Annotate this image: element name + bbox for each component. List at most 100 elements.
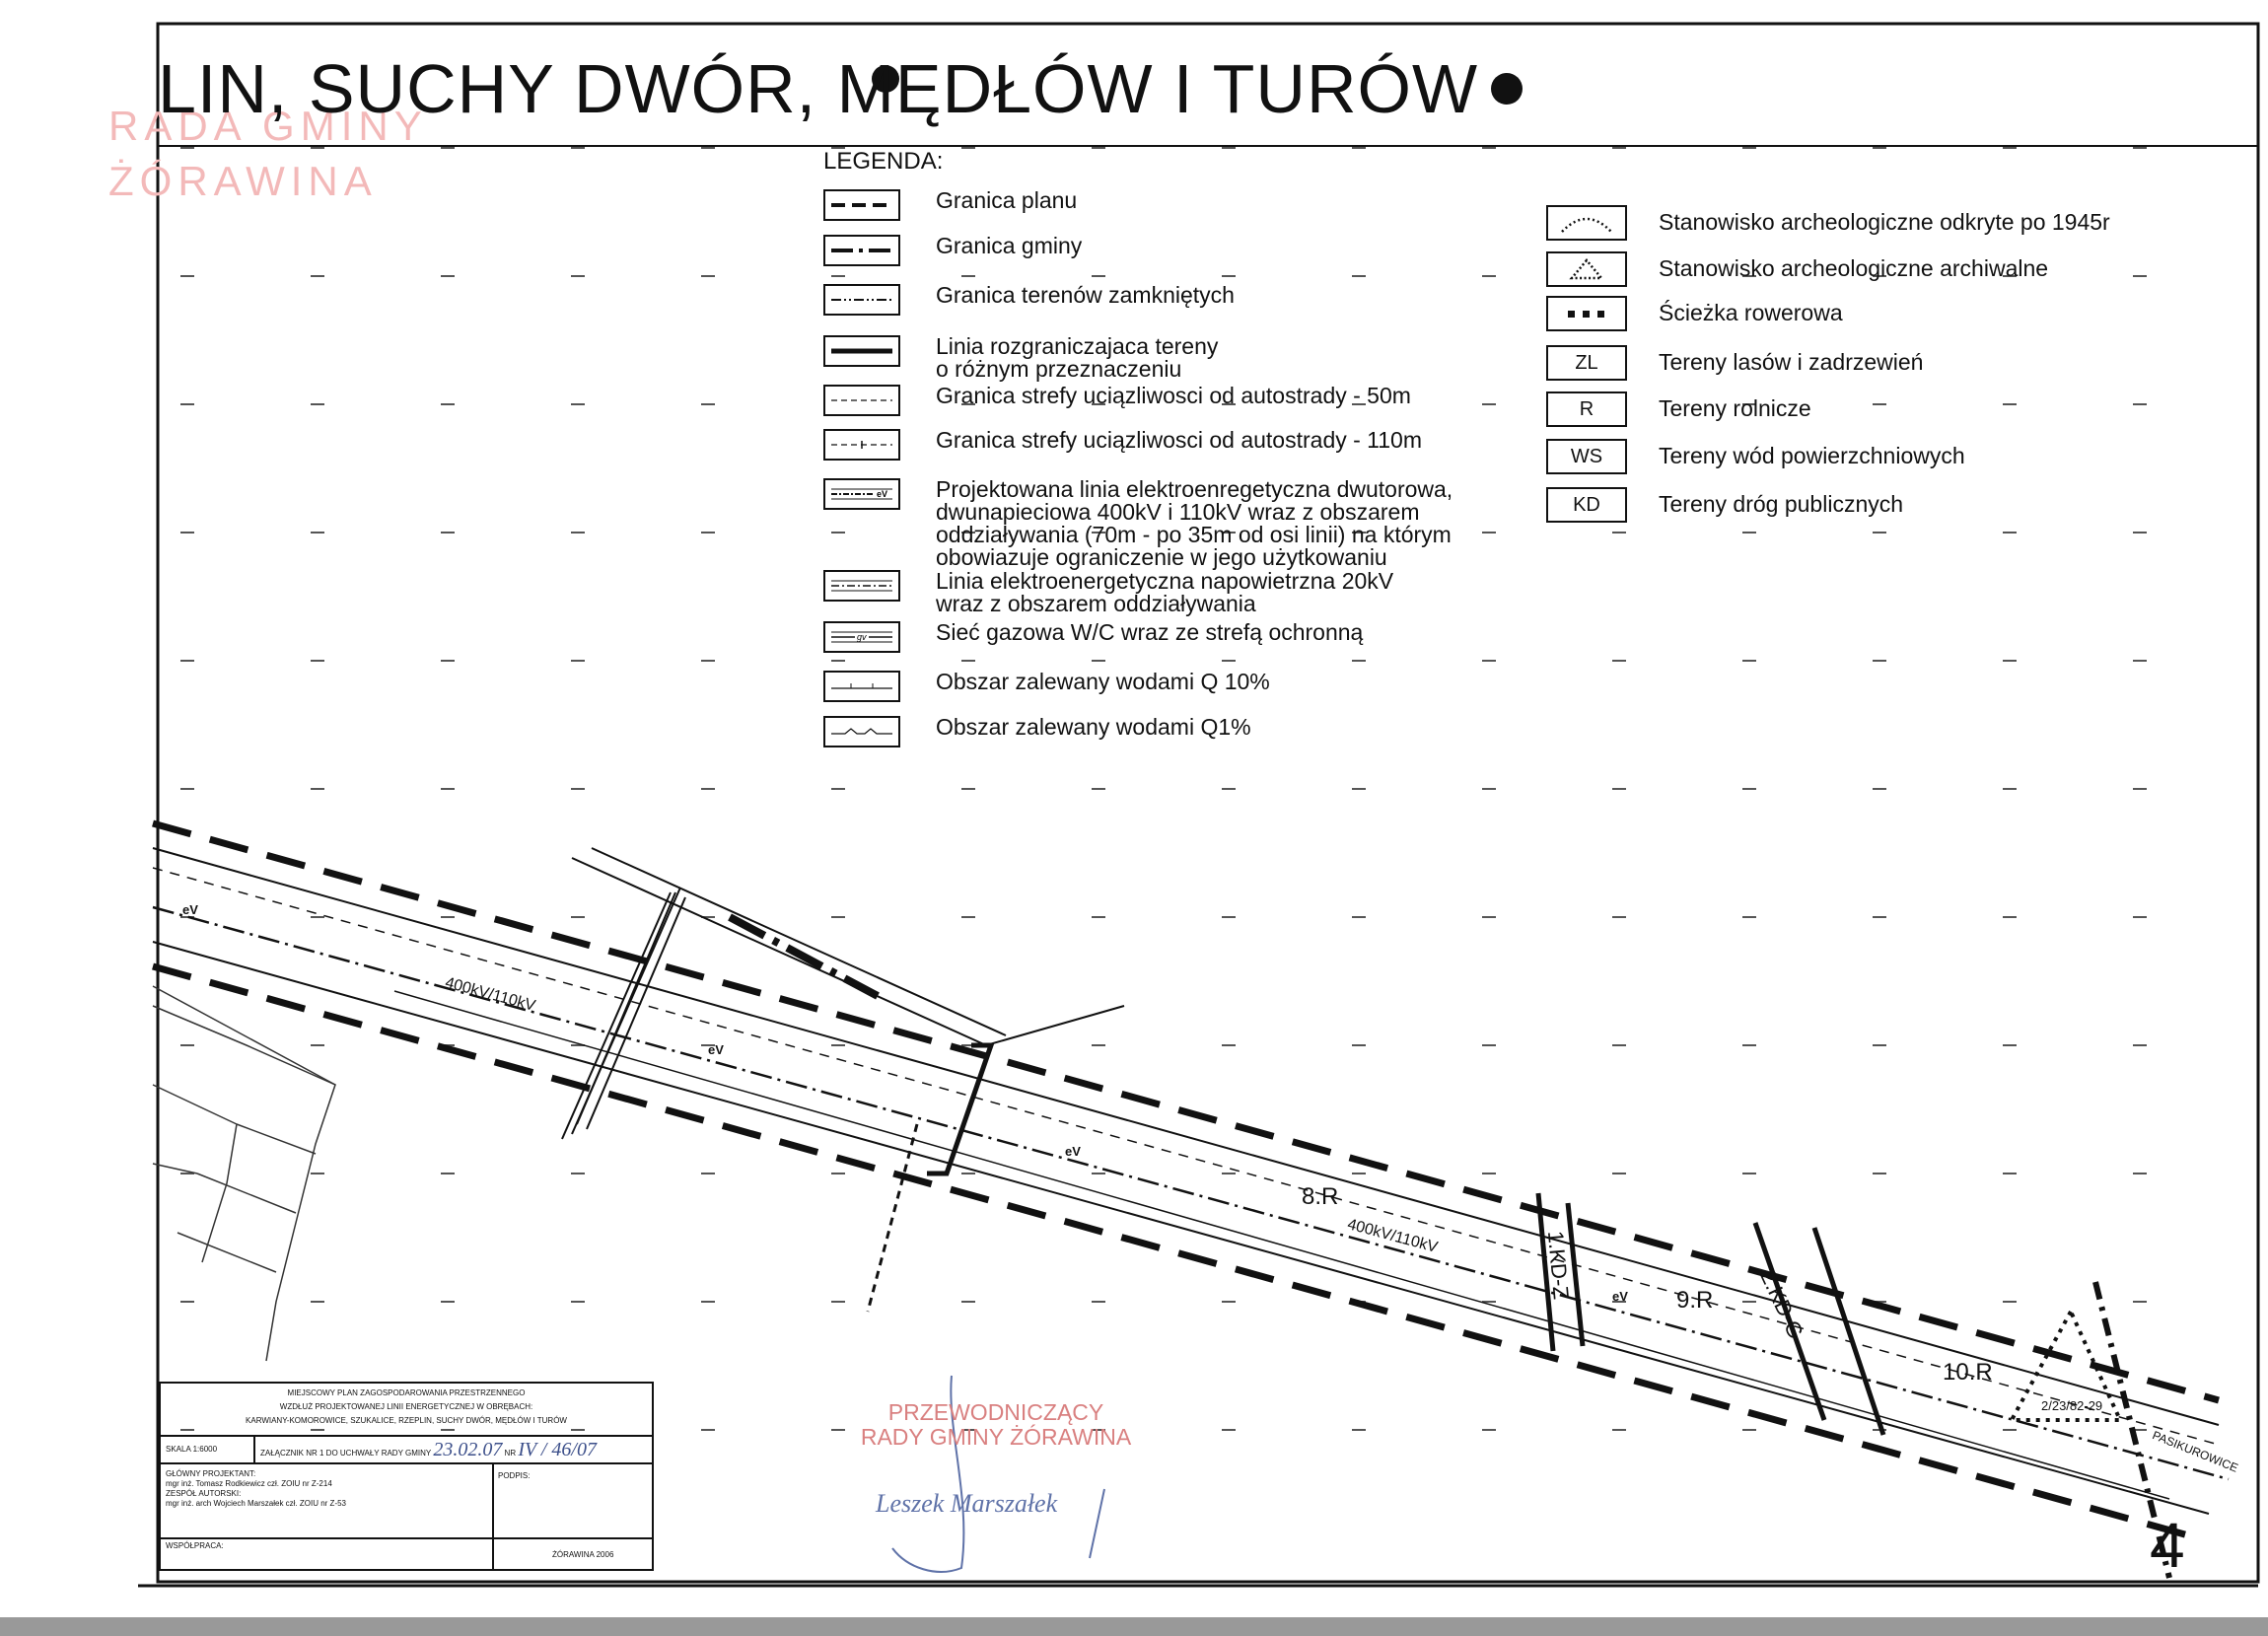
- plan-boundary-upper: [152, 819, 2220, 1404]
- legend-symbol-code: ZL: [1546, 345, 1627, 381]
- zone-line-1: [152, 867, 2220, 1446]
- tb-annex-nr: IV / 46/07: [518, 1439, 597, 1460]
- legend-item-bike-path: Ścieżka rowerowa: [1546, 296, 2152, 331]
- label-zone-9r: 9.R: [1676, 1287, 1714, 1314]
- thin-line-1: [152, 847, 2220, 1426]
- road-1kdz-left: [1535, 1192, 1556, 1352]
- eastern-border: [2092, 1281, 2172, 1579]
- power-20kv: [576, 891, 686, 1130]
- legend-symbol-thin-dashed-tick-line: [823, 429, 900, 461]
- tb-chief: mgr inż. Tomasz Rodkiewicz czł. ZOIU nr …: [166, 1479, 332, 1488]
- legend-symbol-arch-triangle: [1546, 251, 1627, 287]
- title-block-frame: [159, 1382, 654, 1571]
- label-ev-2: eV: [708, 1042, 724, 1057]
- tb-scale: SKALA 1:6000: [166, 1445, 218, 1454]
- road-2kdg-left: [1752, 1222, 1827, 1421]
- tb-chief-label: GŁÓWNY PROJEKTANT:: [166, 1469, 256, 1478]
- legend-code: KD: [1573, 493, 1600, 516]
- legend-item-dash-dot-dot-line: Granica terenów zamkniętych: [823, 284, 1488, 316]
- title-dot-1: [872, 65, 899, 93]
- legend-symbol-code: KD: [1546, 487, 1627, 523]
- tb-annex-nr-label: NR: [504, 1449, 517, 1458]
- legend-item-dash-dot-line: Granica gminy: [823, 235, 1488, 266]
- signature-scribble: [891, 1375, 1105, 1573]
- thin-line-3: [393, 990, 2170, 1500]
- tb-designers: GŁÓWNY PROJEKTANT: mgr inż. Tomasz Rodki…: [166, 1469, 491, 1509]
- ev-axis: [152, 905, 2230, 1481]
- tb-plan-title-2: WZDŁUŻ PROJEKTOWANEJ LINII ENERGETYCZNEJ…: [279, 1402, 533, 1411]
- tb-annex-label: ZAŁĄCZNIK NR 1 DO UCHWAŁY RADY GMINY: [260, 1449, 432, 1458]
- legend-text: Granica planu: [936, 187, 1078, 213]
- label-ev-1: eV: [182, 902, 198, 917]
- label-arch-site: 2/23/82-29: [2041, 1398, 2103, 1413]
- legend-symbol-arch-dotted-arc: [1546, 205, 1627, 241]
- legend-item-flood-10-line: Obszar zalewany wodami Q 10%: [823, 671, 1488, 702]
- sheet-frame: [156, 22, 2260, 1584]
- legend-text: Ścieżka rowerowa: [1659, 300, 1843, 325]
- label-ev-3: eV: [1065, 1144, 1081, 1159]
- road-diagonal-2: [591, 847, 1007, 1036]
- legend-item-arch-dotted-arc: Stanowisko archeologiczne odkryte po 194…: [1546, 205, 2152, 241]
- sheet-number: 4: [2150, 1510, 2185, 1581]
- legend-item-arch-triangle: Stanowisko archeologiczne archiwalne: [1546, 251, 2152, 287]
- road-diagonal-1: [571, 857, 987, 1046]
- parcels: [152, 985, 336, 1362]
- land-block: [927, 1042, 995, 1176]
- legend-item-code-zl: ZL Tereny lasów i zadrzewień: [1546, 345, 2152, 381]
- legend-item-flood-1-line: Obszar zalewany wodami Q1%: [823, 716, 1488, 747]
- tb-cooperation-label: WSPÓŁPRACA:: [166, 1541, 224, 1550]
- legend-symbol-gas-line: gv: [823, 621, 900, 653]
- legend-text: Projektowana linia elektroenregetyczna d…: [936, 476, 1453, 570]
- legend-symbol-flood-10-line: [823, 671, 900, 702]
- tb-annex: ZAŁĄCZNIK NR 1 DO UCHWAŁY RADY GMINY 23.…: [260, 1440, 597, 1459]
- signature-name: Leszek Marszałek: [876, 1489, 1058, 1518]
- road-2kdg-right: [1811, 1227, 1886, 1436]
- signature-line-1: PRZEWODNICZĄCY: [887, 1399, 1104, 1425]
- legend-symbol-bike-path: [1546, 296, 1627, 331]
- scan-edge: [0, 1617, 2268, 1636]
- label-zone-10r: 10.R: [1943, 1359, 1993, 1386]
- legend-item-thick-line: Linia rozgraniczajaca tereny o różnym pr…: [823, 335, 1488, 381]
- legend-symbol-dashed-line: [823, 189, 900, 221]
- tb-plan-title-3: KARWIANY-KOMOROWICE, SZUKALICE, RZEPLIN,…: [246, 1416, 567, 1425]
- legend-text: Granica gminy: [936, 233, 1083, 258]
- legend-text: Tereny wód powierzchniowych: [1659, 443, 1965, 468]
- legend-text: Stanowisko archeologiczne odkryte po 194…: [1659, 209, 2110, 235]
- legend-symbol-ev-line: eV: [823, 478, 900, 510]
- stamp-line-1: RADA GMINY: [108, 103, 428, 149]
- road-strip-b: [561, 891, 672, 1140]
- legend-text: Tereny lasów i zadrzewień: [1659, 349, 1924, 375]
- legend-heading: LEGENDA:: [823, 148, 944, 175]
- title-dot-2: [1491, 73, 1523, 105]
- legend-symbol-power-20kv-line: [823, 570, 900, 602]
- legend-symbol-thick-line: [823, 335, 900, 367]
- svg-text:eV: eV: [877, 489, 887, 499]
- legend-code: R: [1579, 397, 1595, 420]
- thin-line-2: [152, 941, 2210, 1515]
- legend-text: Linia elektroenergetyczna napowietrzna 2…: [936, 568, 1394, 616]
- grid-marks: [180, 147, 2147, 1431]
- road-1kdz-right: [1565, 1202, 1586, 1347]
- legend-text: Granica terenów zamkniętych: [936, 282, 1235, 308]
- signature-stamp: PRZEWODNICZĄCY RADY GMINY ŻÓRAWINA: [848, 1400, 1144, 1450]
- label-ev-4: eV: [1612, 1289, 1628, 1304]
- legend-symbol-dash-dot-dot-line: [823, 284, 900, 316]
- label-zone-8r: 8.R: [1302, 1183, 1339, 1210]
- tb-plan-title: MIEJSCOWY PLAN ZAGOSPODAROWANIA PRZESTRZ…: [163, 1388, 650, 1426]
- legend-text: Granica strefy uciązliwosci od autostrad…: [936, 383, 1411, 408]
- block-dashed: [866, 1123, 919, 1313]
- map-title: LIN, SUCHY DWÓR, MĘDŁÓW I TURÓW: [158, 50, 1479, 127]
- road-branch: [985, 1005, 1125, 1046]
- tb-signatures-label: PODPIS:: [498, 1471, 531, 1480]
- commune-boundary: [728, 913, 880, 1000]
- legend-symbol-code: R: [1546, 391, 1627, 427]
- signature-line-2: RADY GMINY ŻÓRAWINA: [860, 1424, 1132, 1450]
- legend-text: Granica strefy uciązliwosci od autostrad…: [936, 427, 1422, 453]
- stamp-line-2: ŻÓRAWINA: [108, 158, 378, 204]
- legend-item-thin-dashed-tick-line: Granica strefy uciązliwosci od autostrad…: [823, 429, 1488, 461]
